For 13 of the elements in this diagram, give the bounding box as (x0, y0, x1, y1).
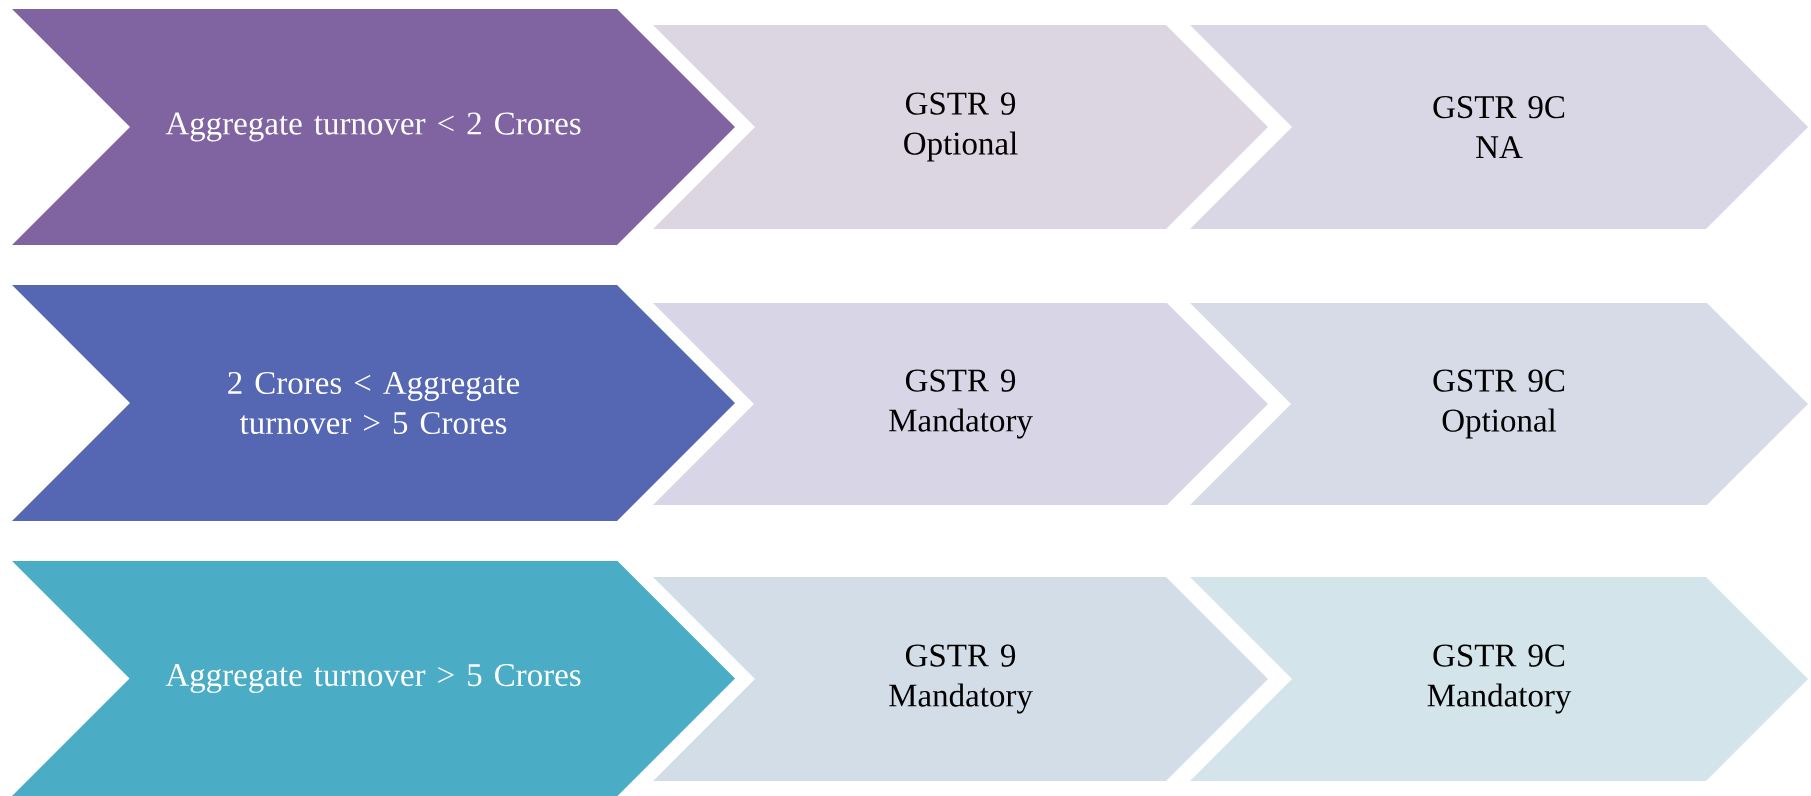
category-box: Aggregate turnover < 2 Crores (12, 9, 735, 245)
process-box: GSTR 9 Mandatory (653, 303, 1268, 505)
process-box: GSTR 9C NA (1190, 25, 1808, 229)
node-label: Optional (904, 131, 1018, 162)
process-box: GSTR 9C Mandatory (1190, 577, 1808, 781)
node-label: GSTR 9 (905, 92, 1016, 115)
process-box: GSTR 9C Optional (1190, 303, 1808, 505)
process-box: GSTR 9 Optional (653, 25, 1268, 229)
process-box: GSTR 9 Mandatory (653, 577, 1268, 781)
category-box: 2 Crores < Aggregate turnover > 5 Crores (12, 285, 735, 521)
node-label: NA (1476, 136, 1523, 158)
category-box: Aggregate turnover > 5 Crores (12, 561, 735, 796)
node-label: GSTR 9C (1433, 96, 1565, 119)
